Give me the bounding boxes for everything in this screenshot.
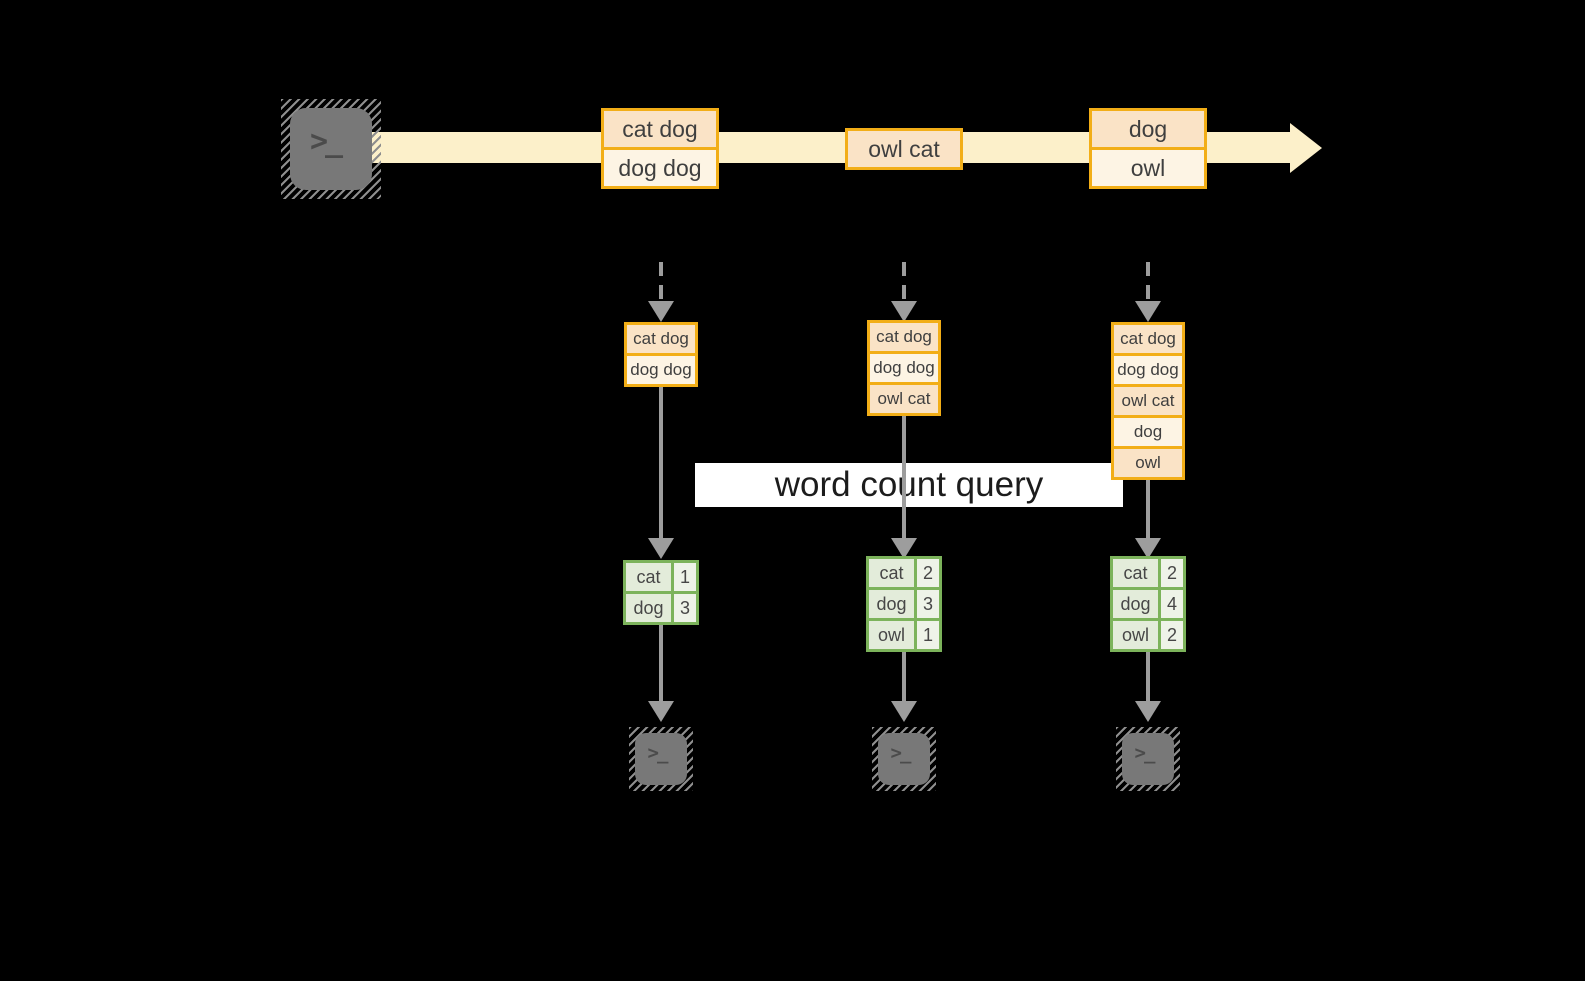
box-cell: cat dog	[604, 111, 716, 147]
box-cell: cat dog	[1114, 325, 1182, 353]
box-cell: owl cat	[848, 131, 960, 167]
box-cell: owl	[1114, 449, 1182, 477]
dashed-arrow-line-1	[659, 262, 663, 302]
box-cell: dog	[1114, 418, 1182, 446]
table-count-cell: 4	[1161, 590, 1183, 618]
query-label: word count query	[774, 465, 1044, 504]
sink-arrow-line-3	[1146, 652, 1150, 701]
sink-arrow-line-1	[659, 625, 663, 701]
dashed-arrow-line-3	[1146, 262, 1150, 302]
table-word-cell: owl	[1113, 621, 1158, 649]
terminal-sink-icon-2: >_	[872, 727, 936, 791]
table-count-cell: 2	[1161, 559, 1183, 587]
arrowhead-icon	[648, 701, 674, 722]
arrowhead-icon	[1135, 301, 1161, 322]
stream-event-box-2: owl cat	[845, 128, 963, 170]
box-cell: cat dog	[627, 325, 695, 353]
box-cell: dog dog	[604, 150, 716, 186]
table-word-cell: dog	[1113, 590, 1158, 618]
arrowhead-icon	[891, 701, 917, 722]
terminal-screen: >_	[635, 733, 687, 785]
table-word-cell: cat	[869, 559, 914, 587]
table-count-cell: 1	[917, 621, 939, 649]
state-box-2: cat dog dog dog owl cat	[867, 320, 941, 416]
table-count-cell: 3	[674, 594, 696, 622]
box-cell: dog dog	[870, 354, 938, 382]
arrowhead-icon	[1135, 538, 1161, 559]
arrowhead-icon	[891, 301, 917, 322]
state-box-1: cat dog dog dog	[624, 322, 698, 387]
table-word-cell: owl	[869, 621, 914, 649]
box-cell: dog dog	[1114, 356, 1182, 384]
query-arrow-line-2	[902, 416, 906, 538]
terminal-prompt-glyph: >_	[1134, 742, 1156, 764]
box-cell: owl cat	[870, 385, 938, 413]
terminal-screen: >_	[290, 108, 372, 190]
dashed-arrow-line-2	[902, 262, 906, 302]
terminal-sink-icon-3: >_	[1116, 727, 1180, 791]
arrowhead-icon	[648, 538, 674, 559]
query-label-box: word count query	[695, 463, 1123, 507]
box-cell: owl cat	[1114, 387, 1182, 415]
sink-arrow-line-2	[902, 652, 906, 701]
query-arrow-line-1	[659, 387, 663, 538]
terminal-prompt-glyph: >_	[890, 742, 912, 764]
table-word-cell: cat	[1113, 559, 1158, 587]
table-word-cell: dog	[869, 590, 914, 618]
table-count-cell: 1	[674, 563, 696, 591]
box-cell: owl	[1092, 150, 1204, 186]
terminal-prompt-glyph: >_	[309, 123, 343, 159]
table-word-cell: dog	[626, 594, 671, 622]
terminal-screen: >_	[878, 733, 930, 785]
arrowhead-icon	[891, 538, 917, 559]
state-box-3: cat dog dog dog owl cat dog owl	[1111, 322, 1185, 480]
terminal-sink-icon-1: >_	[629, 727, 693, 791]
box-cell: cat dog	[870, 323, 938, 351]
arrowhead-icon	[1135, 701, 1161, 722]
table-count-cell: 3	[917, 590, 939, 618]
box-cell: dog	[1092, 111, 1204, 147]
terminal-screen: >_	[1122, 733, 1174, 785]
arrowhead-icon	[648, 301, 674, 322]
terminal-prompt-glyph: >_	[647, 742, 669, 764]
query-arrow-line-3	[1146, 480, 1150, 538]
table-count-cell: 2	[1161, 621, 1183, 649]
table-word-cell: cat	[626, 563, 671, 591]
stream-arrowhead-icon	[1290, 123, 1322, 173]
box-cell: dog dog	[627, 356, 695, 384]
terminal-source-icon: >_	[281, 99, 381, 199]
table-count-cell: 2	[917, 559, 939, 587]
